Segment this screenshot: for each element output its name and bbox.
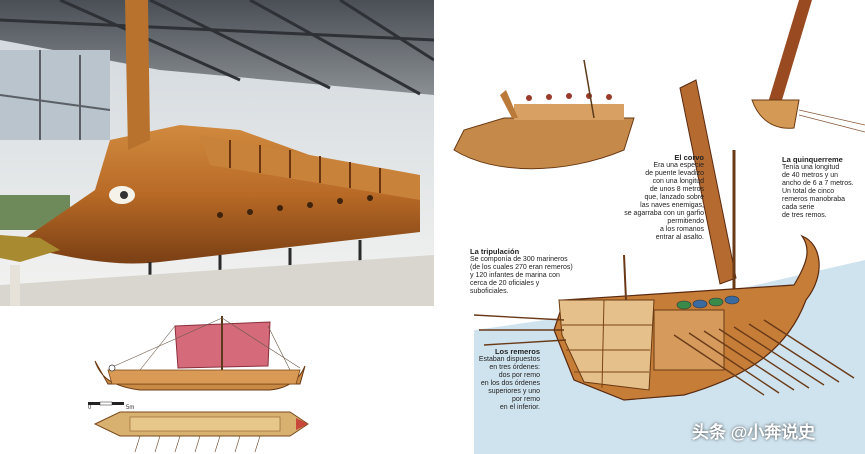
annotation-line: ancho de 6 a 7 metros. [782,180,854,187]
annotation-line: con una longitud [652,178,704,185]
crew-text: Se componía de 300 marineros(de los cual… [470,256,610,296]
annotation-line: de 40 metros y un [782,172,839,179]
side-and-top-view-drawing [88,316,309,453]
annotation-line: y 120 infantes de marina con [470,272,560,279]
annotation-line: cerca de 20 oficiales y [470,280,540,287]
crew-annotation: La tripulación Se componía de 300 marine… [470,248,610,296]
annotation-line: Estaban dispuestos [478,356,540,363]
annotation-line: de unos 8 metros [649,186,704,193]
annotation-line: cada serie [782,204,815,211]
annotation-line: en los dos órdenes [480,380,540,387]
annotation-line: Era una especie [653,162,704,169]
annotation-line: entrar al asalto. [655,234,704,241]
annotation-line: de tres remos. [782,212,827,219]
quinquereme-drawing [453,0,865,454]
annotation-line: dos por remo [498,372,540,379]
scale-end-label: 5m [126,405,135,411]
annotation-line: en tres órdenes: [489,364,540,371]
annotation-line: de puente levadizo [645,170,704,177]
crew-title: La tripulación [470,247,520,256]
watermark-text: 头条 @小奔说史 [692,423,816,442]
annotation-line: Se componía de 300 marineros [470,256,568,263]
annotation-line: remeros manobraba [782,196,846,203]
scale-zero-label: 0 [88,405,92,411]
corvus-title: El corvo [674,153,704,162]
annotation-line: suboficiales. [470,288,509,295]
annotation-line: las naves enemigas, [640,202,704,209]
annotation-line: por remo [511,396,540,403]
annotation-line: que, lanzado sobre [644,194,704,201]
trireme-replica-photo [0,0,434,306]
rowers-title: Los remeros [494,347,540,356]
trireme-plan-drawings: 0 5m [0,306,434,454]
quinquereme-title: La quinquerreme [782,155,843,164]
annotation-line: Un total de cinco [782,188,835,195]
annotation-line: permitiendo [667,218,704,225]
annotation-line: superiores y uno [488,388,540,395]
annotation-line: a los romanos [660,226,704,233]
annotation-line: se agarraba con un garfio [624,210,704,217]
trireme-photo-drawing [0,0,434,306]
annotation-line: en el inferior. [499,404,540,411]
annotation-line: Tenía una longitud [782,164,840,171]
annotation-line: (de los cuales 270 eran remeros) [470,264,573,271]
